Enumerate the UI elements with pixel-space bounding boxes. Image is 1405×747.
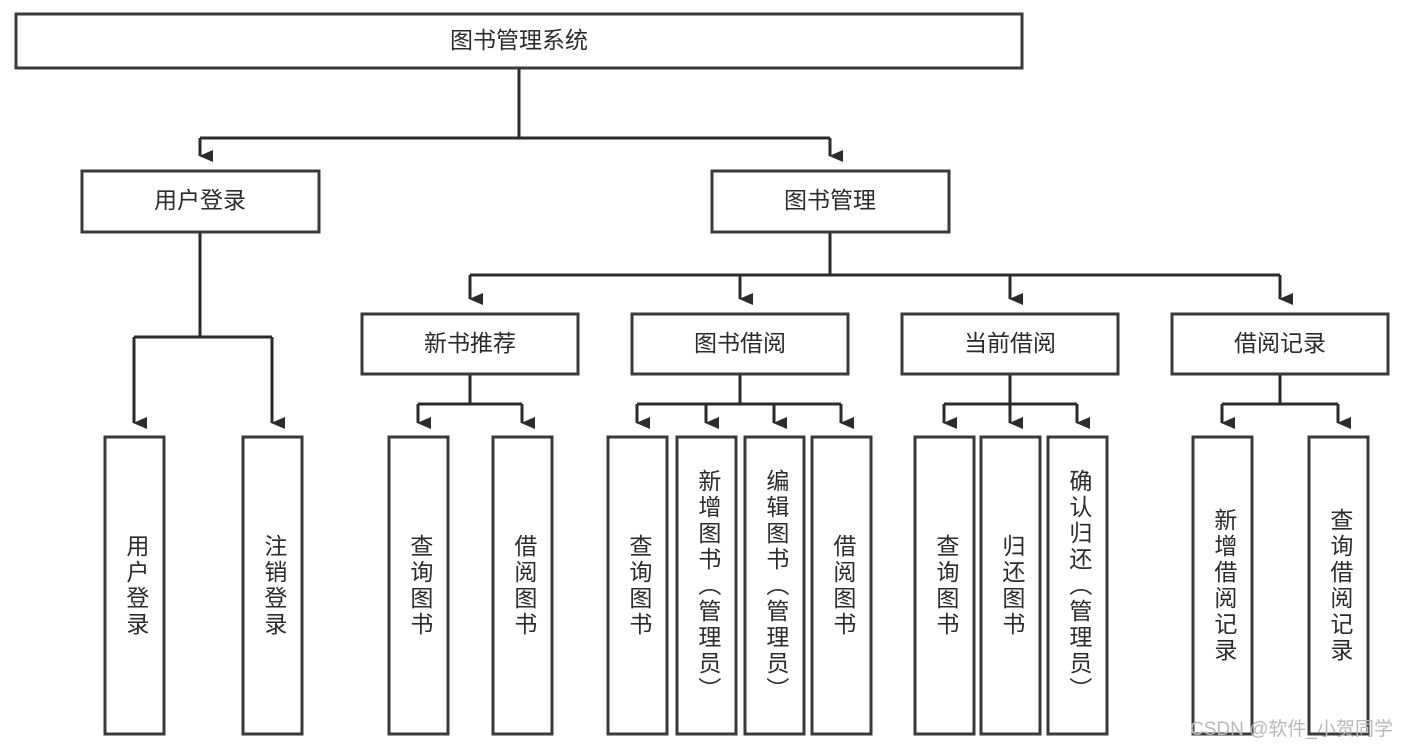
leaf-user-login-label: 用户登录 bbox=[123, 534, 150, 638]
leaf-query-book-2[interactable]: 查询图书 bbox=[606, 435, 669, 736]
edges-root-to-level2 bbox=[198, 68, 843, 162]
leaf-borrow-book-1-label: 借阅图书 bbox=[511, 534, 538, 638]
leaf-return-book-label: 归还图书 bbox=[999, 534, 1026, 638]
leaf-add-book-label: 新增图书（管理员） bbox=[695, 469, 722, 703]
leaf-borrow-book-2[interactable]: 借阅图书 bbox=[810, 435, 873, 736]
leaf-add-record-label: 新增借阅记录 bbox=[1211, 508, 1238, 664]
leaf-add-book-box[interactable] bbox=[675, 435, 738, 736]
leaf-query-book-3-box[interactable] bbox=[913, 435, 976, 736]
leaf-confirm-return[interactable]: 确认归还（管理员） bbox=[1046, 435, 1109, 736]
node-current-borrow-box[interactable] bbox=[900, 312, 1120, 376]
node-borrow-record[interactable]: 借阅记录 bbox=[1170, 312, 1390, 376]
node-current-borrow-label: 当前借阅 bbox=[964, 330, 1056, 356]
leaf-query-record[interactable]: 查询借阅记录 bbox=[1307, 435, 1370, 736]
leaf-return-book-box[interactable] bbox=[979, 435, 1042, 736]
leaf-query-book-1[interactable]: 查询图书 bbox=[387, 435, 450, 736]
node-book-borrow-box[interactable] bbox=[630, 312, 850, 376]
node-borrow-record-box[interactable] bbox=[1170, 312, 1390, 376]
leaf-query-record-label: 查询借阅记录 bbox=[1327, 508, 1354, 664]
edges-book-manage-to-level3 bbox=[468, 232, 1293, 305]
edges-borrow-record-to-leaves bbox=[1220, 374, 1351, 429]
leaf-user-logout[interactable]: 注销登录 bbox=[241, 435, 304, 736]
leaf-edit-book-box[interactable] bbox=[743, 435, 806, 736]
node-borrow-record-label: 借阅记录 bbox=[1234, 330, 1326, 356]
leaf-user-login[interactable]: 用户登录 bbox=[103, 435, 166, 736]
node-new-book-rec-label: 新书推荐 bbox=[424, 330, 516, 356]
leaf-borrow-book-2-box[interactable] bbox=[810, 435, 873, 736]
node-root[interactable]: 图书管理系统 bbox=[14, 12, 1024, 70]
leaf-query-book-3[interactable]: 查询图书 bbox=[913, 435, 976, 736]
node-root-label: 图书管理系统 bbox=[450, 27, 588, 53]
node-user-login[interactable]: 用户登录 bbox=[80, 169, 321, 234]
edges-new-book-rec-to-leaves bbox=[416, 374, 535, 429]
leaf-user-logout-label: 注销登录 bbox=[261, 534, 288, 638]
node-current-borrow[interactable]: 当前借阅 bbox=[900, 312, 1120, 376]
leaf-borrow-book-1-box[interactable] bbox=[491, 435, 554, 736]
leaf-user-logout-box[interactable] bbox=[241, 435, 304, 736]
edges-current-borrow-to-leaves bbox=[942, 374, 1090, 429]
leaf-user-login-box[interactable] bbox=[103, 435, 166, 736]
node-user-login-label: 用户登录 bbox=[154, 187, 246, 213]
leaf-confirm-return-label: 确认归还（管理员） bbox=[1066, 469, 1093, 703]
leaf-borrow-book-2-label: 借阅图书 bbox=[830, 534, 857, 638]
node-book-manage-label: 图书管理 bbox=[784, 187, 876, 213]
leaf-query-record-box[interactable] bbox=[1307, 435, 1370, 736]
leaf-return-book[interactable]: 归还图书 bbox=[979, 435, 1042, 736]
edges-book-borrow-to-leaves bbox=[635, 374, 854, 429]
leaf-confirm-return-box[interactable] bbox=[1046, 435, 1109, 736]
node-book-manage[interactable]: 图书管理 bbox=[710, 169, 951, 234]
leaf-edit-book-label: 编辑图书（管理员） bbox=[763, 469, 790, 703]
node-root-box[interactable] bbox=[14, 12, 1024, 70]
node-new-book-rec-box[interactable] bbox=[360, 312, 580, 376]
node-user-login-box[interactable] bbox=[80, 169, 321, 234]
leaf-query-book-1-box[interactable] bbox=[387, 435, 450, 736]
edges-user-login-to-leaves bbox=[132, 232, 285, 429]
leaf-query-book-3-label: 查询图书 bbox=[933, 534, 960, 638]
leaf-edit-book[interactable]: 编辑图书（管理员） bbox=[743, 435, 806, 736]
leaf-query-book-1-label: 查询图书 bbox=[407, 534, 434, 638]
leaf-add-book[interactable]: 新增图书（管理员） bbox=[675, 435, 738, 736]
node-book-borrow-label: 图书借阅 bbox=[694, 330, 786, 356]
leaf-borrow-book-1[interactable]: 借阅图书 bbox=[491, 435, 554, 736]
node-new-book-rec[interactable]: 新书推荐 bbox=[360, 312, 580, 376]
leaf-query-book-2-label: 查询图书 bbox=[626, 534, 653, 638]
node-book-manage-box[interactable] bbox=[710, 169, 951, 234]
leaf-add-record[interactable]: 新增借阅记录 bbox=[1191, 435, 1254, 736]
leaf-add-record-box[interactable] bbox=[1191, 435, 1254, 736]
leaf-query-book-2-box[interactable] bbox=[606, 435, 669, 736]
node-book-borrow[interactable]: 图书借阅 bbox=[630, 312, 850, 376]
